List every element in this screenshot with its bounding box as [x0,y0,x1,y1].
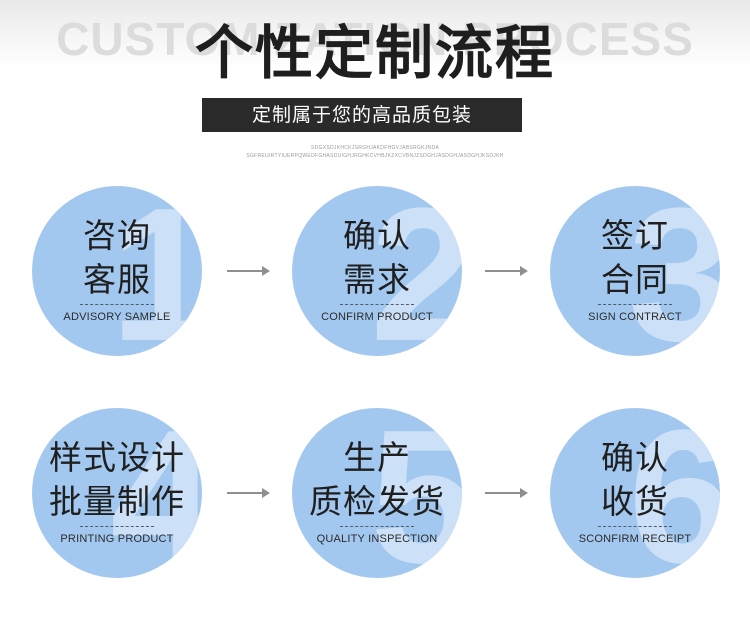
right-arrow-icon [227,488,270,498]
dashed-divider [598,304,672,305]
step-title-line-1: 生产 [343,438,411,477]
dashed-divider [598,526,672,527]
step-title-line-1: 签订 [601,216,669,255]
header-background [0,0,750,70]
page-title: 个性定制流程 [194,19,555,87]
subtitle-banner: 定制属于您的高品质包装 [202,98,522,132]
background-watermark-text: CUSTOMIZATION PROCESS [56,13,694,65]
step-title-line-2: 质检发货 [309,482,445,521]
step-english-label: SCONFIRM RECEIPT [578,533,692,545]
right-arrow-icon [485,488,528,498]
step-5-circle: 5 生产 质检发货 QUALITY INSPECTION [292,408,462,578]
step-title-line-2: 客服 [83,260,151,299]
step-english-label: CONFIRM PRODUCT [321,311,433,323]
dashed-divider [80,304,154,305]
step-number: 2 [370,186,462,356]
step-number: 5 [370,408,462,578]
right-arrow-icon [485,266,528,276]
step-title-line-1: 确认 [343,216,411,255]
step-number: 4 [110,408,202,578]
step-number: 6 [628,408,720,578]
step-english-label: SIGN CONTRACT [588,311,682,323]
step-3-circle: 3 签订 合同 SIGN CONTRACT [550,186,720,356]
step-title-line-2: 需求 [343,260,411,299]
fine-print-line-2: SGFREUIRTYIUERPQWEDFGHASDUIGHJRGHKCVHBJK… [246,153,504,159]
step-title-line-2: 批量制作 [49,482,185,521]
step-4-circle: 4 样式设计 批量制作 PRINTING PRODUCT [32,408,202,578]
step-title-line-1: 咨询 [83,216,151,255]
step-title-line-2: 收货 [601,482,669,521]
step-english-label: QUALITY INSPECTION [316,533,438,545]
dashed-divider [340,526,414,527]
dashed-divider [340,304,414,305]
step-1-circle: 1 咨询 客服 ADVISORY SAMPLE [32,186,202,356]
fine-print-line-1: SDGXSDJKHCKJSRGHJAKDFHGVJABSRGKJNDA [310,145,440,151]
dashed-divider [80,526,154,527]
step-title-line-1: 样式设计 [49,438,185,477]
step-6-circle: 6 确认 收货 SCONFIRM RECEIPT [550,408,720,578]
step-number: 1 [110,186,202,356]
step-number: 3 [628,186,720,356]
step-title-line-1: 确认 [601,438,669,477]
step-english-label: ADVISORY SAMPLE [63,311,171,323]
step-english-label: PRINTING PRODUCT [60,533,174,545]
step-2-circle: 2 确认 需求 CONFIRM PRODUCT [292,186,462,356]
step-title-line-2: 合同 [601,260,669,299]
right-arrow-icon [227,266,270,276]
